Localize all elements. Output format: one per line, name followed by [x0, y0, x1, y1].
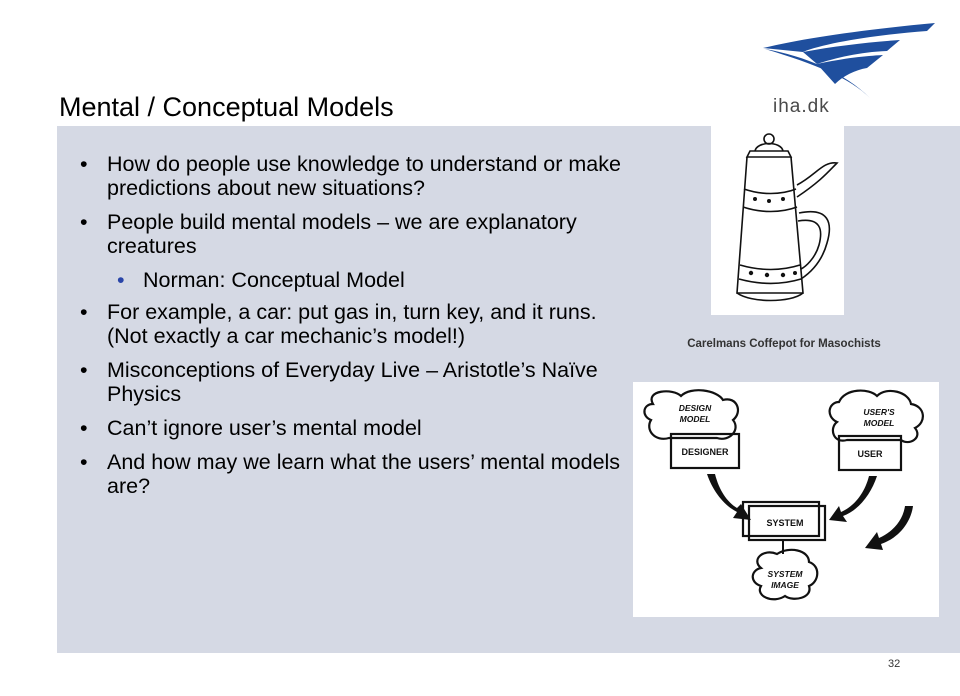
bullet-text: For example, a car: put gas in, turn key…: [107, 300, 597, 348]
slide-title: Mental / Conceptual Models: [59, 92, 394, 122]
bullet-dot: •: [80, 416, 88, 440]
bullet-list: • How do people use knowledge to understa…: [80, 152, 640, 508]
bullet-text: Can’t ignore user’s mental model: [107, 416, 422, 440]
bullet-text: How do people use knowledge to understan…: [107, 152, 621, 200]
sub-bullet-item: • Norman: Conceptual Model: [80, 268, 640, 292]
diagram-drawing: DESIGN MODEL USER'S MODEL SYSTEM IMAGE D…: [643, 389, 924, 601]
system-image-label: IMAGE: [771, 580, 799, 590]
design-model-label: MODEL: [680, 414, 711, 424]
user-label: USER: [857, 449, 883, 459]
conceptual-model-diagram: DESIGN MODEL USER'S MODEL SYSTEM IMAGE D…: [633, 382, 939, 617]
system-label: SYSTEM: [766, 518, 803, 528]
bullet-dot: •: [80, 152, 88, 176]
page-number: 32: [888, 658, 901, 670]
system-image-label: SYSTEM: [768, 569, 804, 579]
bullet-item: • How do people use knowledge to understa…: [80, 152, 640, 200]
bullet-item: • People build mental models – we are exp…: [80, 210, 640, 258]
bullet-text: People build mental models – we are expl…: [107, 210, 577, 258]
bullet-text: And how may we learn what the users’ men…: [107, 450, 621, 498]
bullet-item: • For example, a car: put gas in, turn ke…: [80, 300, 640, 348]
bullet-dot: •: [80, 210, 88, 234]
bullet-text: Misconceptions of Everyday Live – Aristo…: [107, 358, 598, 406]
bullet-dot: •: [117, 268, 125, 292]
coffeepot-caption: Carelmans Coffepot for Masochists: [687, 338, 881, 350]
logo-text: iha.dk: [773, 96, 830, 117]
users-model-label: MODEL: [864, 418, 895, 428]
bullet-text: Norman: Conceptual Model: [143, 268, 405, 292]
bullet-item: • Misconceptions of Everyday Live – Arist…: [80, 358, 640, 406]
coffeepot-image: [711, 125, 844, 315]
coffeepot-drawing: [736, 133, 839, 302]
bullet-item: • And how may we learn what the users’ me…: [80, 450, 640, 498]
bullet-dot: •: [80, 300, 88, 324]
bullet-dot: •: [80, 450, 88, 474]
bullet-item: • Can’t ignore user’s mental model: [80, 416, 640, 440]
designer-label: DESIGNER: [681, 447, 729, 457]
bullet-dot: •: [80, 358, 88, 382]
design-model-label: DESIGN: [679, 403, 712, 413]
iha-logo: [763, 23, 935, 98]
users-model-label: USER'S: [863, 407, 895, 417]
